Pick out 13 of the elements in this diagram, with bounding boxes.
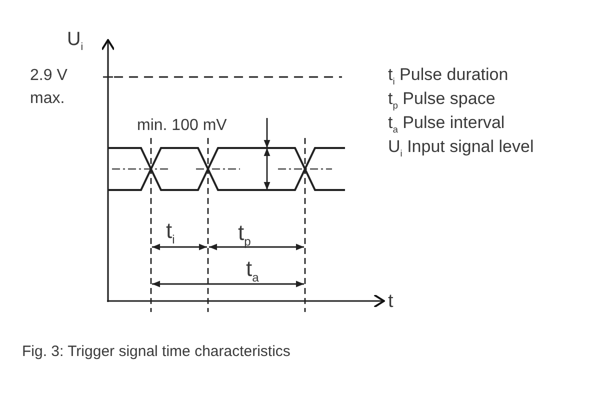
key-text: t$_{p}$ Pulse space	[388, 90, 496, 111]
voltage-label: 2.9 V	[30, 68, 68, 84]
dimension-label: min. 100 mV	[137, 118, 227, 134]
axis-label: t	[388, 292, 394, 311]
key-text: t$_{i}$ Pulse duration	[388, 66, 508, 87]
axis-label: U$_{i}$	[67, 30, 84, 54]
dimension-label: t$_{p}$	[238, 222, 251, 248]
key-text: U$_{i}$ Input signal level	[388, 138, 534, 159]
dimension-label: t$_{i}$	[166, 220, 175, 246]
dimension-label: t$_{a}$	[246, 258, 259, 284]
voltage-label: max.	[30, 91, 65, 107]
key-text: t$_{a}$ Pulse interval	[388, 114, 505, 135]
figure-caption: Fig. 3: Trigger signal time characteristics	[22, 344, 290, 359]
